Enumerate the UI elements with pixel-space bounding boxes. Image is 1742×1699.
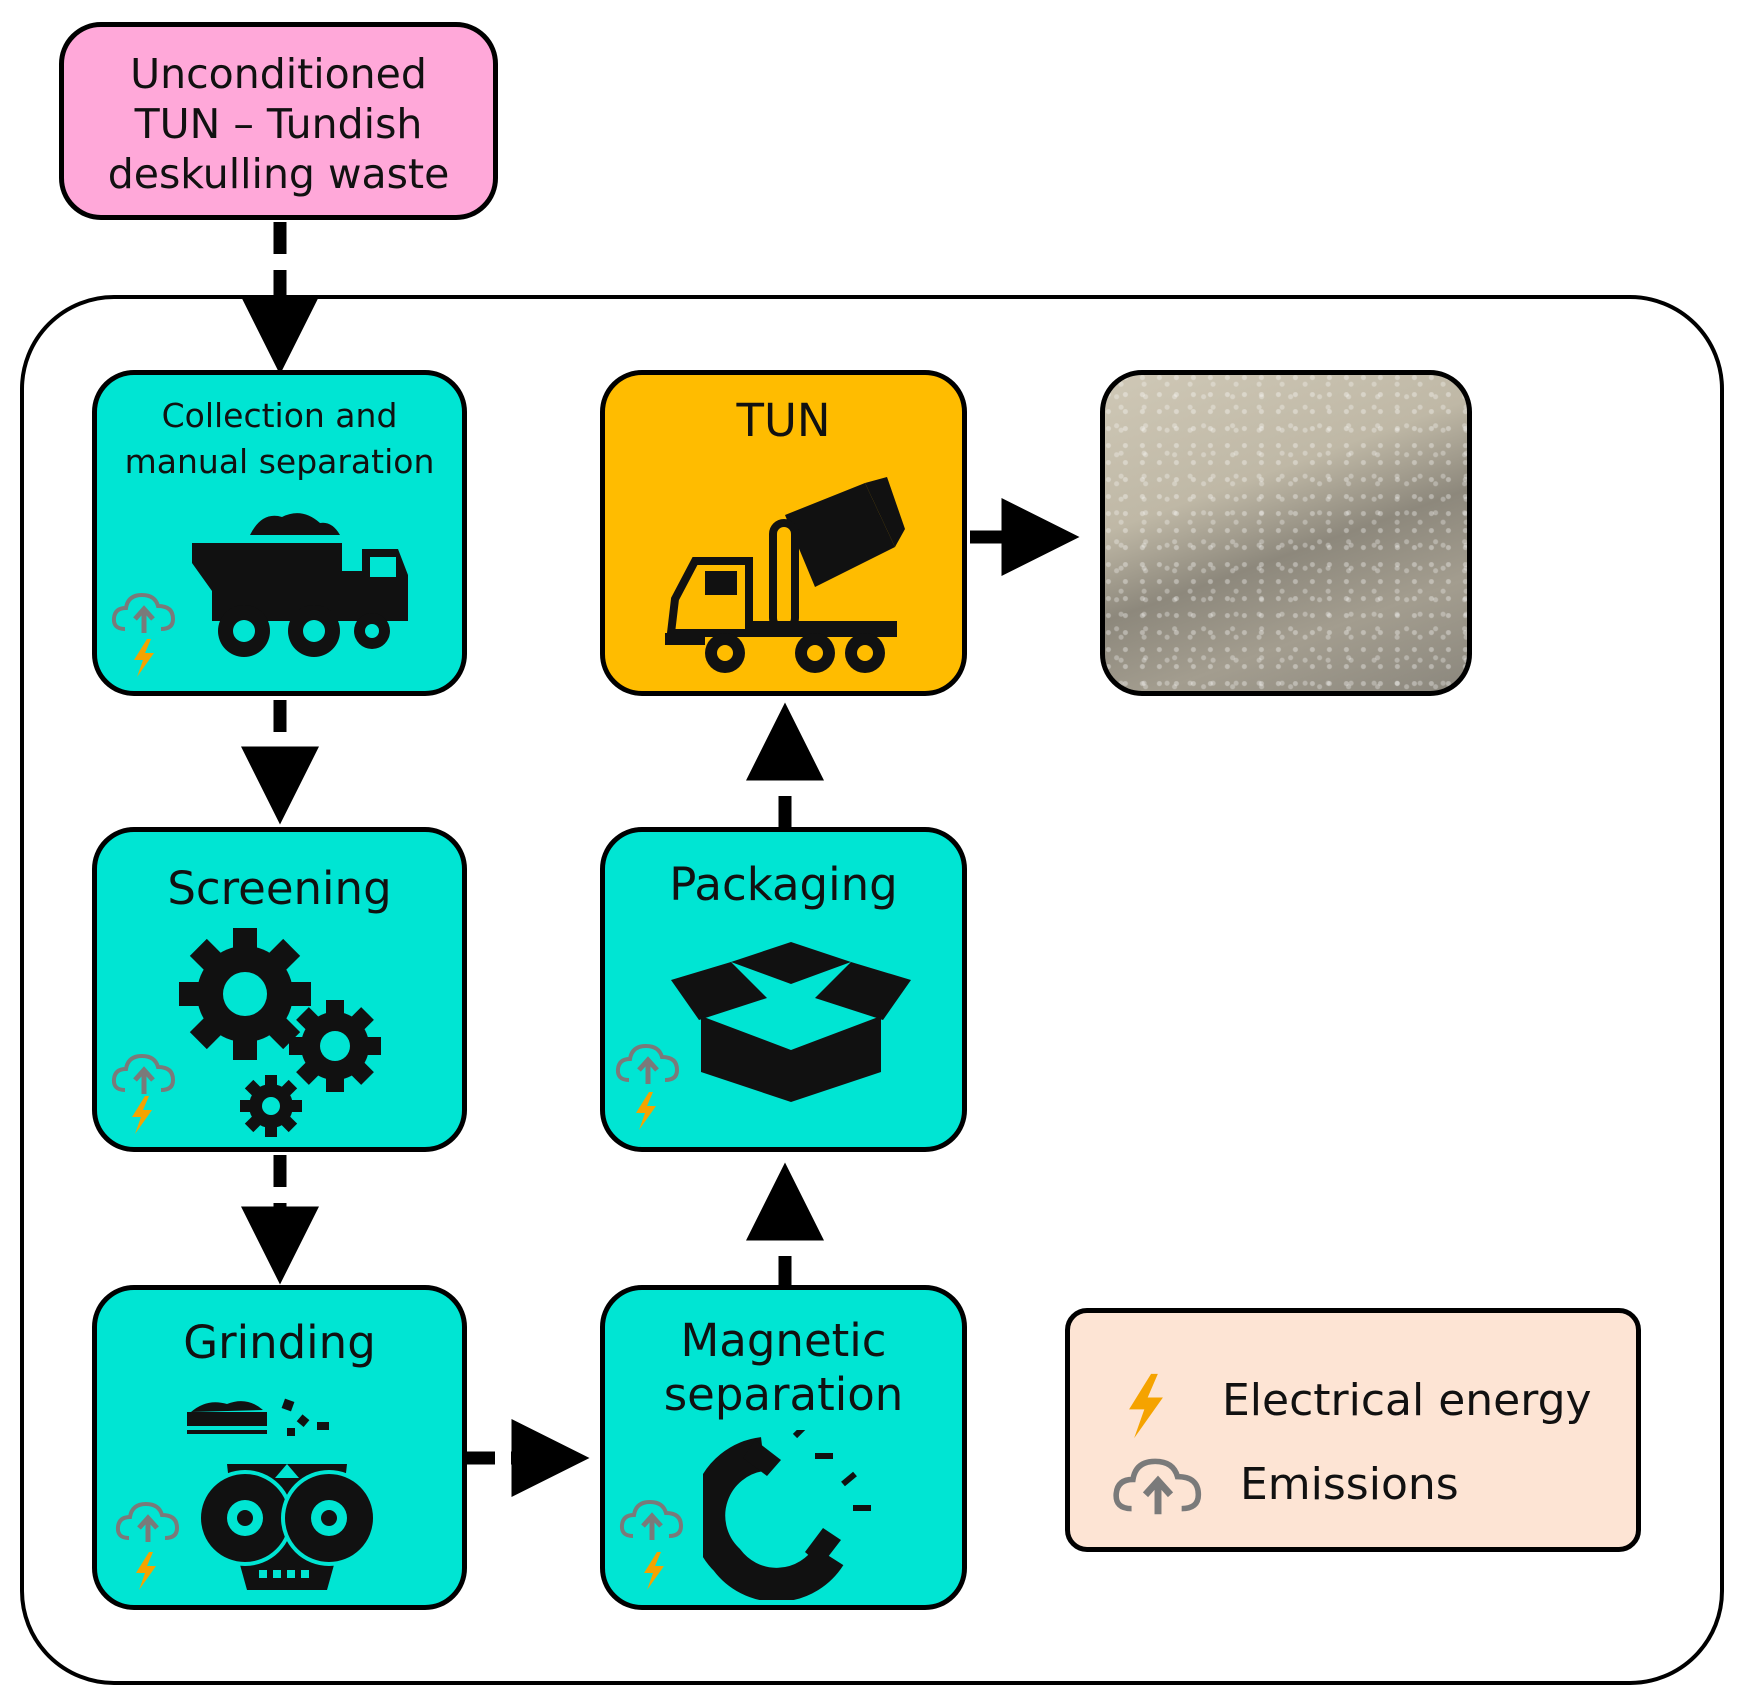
step-grinding-label: Grinding xyxy=(183,1316,376,1369)
step-magnetic-separation: Magnetic separation xyxy=(600,1285,967,1610)
legend-electrical-label: Electrical energy xyxy=(1222,1375,1592,1426)
legend-emissions-label: Emissions xyxy=(1240,1459,1459,1510)
cloud-upload-icon xyxy=(1113,1458,1202,1515)
lightning-icon xyxy=(636,1092,656,1130)
lightning-icon xyxy=(134,639,154,677)
step-grinding: Grinding xyxy=(92,1285,467,1610)
crusher-icon xyxy=(187,1398,377,1590)
cloud-upload-icon xyxy=(111,1053,176,1094)
lightning-icon xyxy=(644,1552,664,1590)
cloud-upload-icon xyxy=(115,1501,180,1542)
step-magnetic-label: Magnetic separation xyxy=(663,1314,904,1421)
cloud-upload-icon xyxy=(111,592,176,633)
cloud-upload-icon xyxy=(619,1499,684,1540)
step-screening-label: Screening xyxy=(167,862,392,915)
lightning-icon xyxy=(136,1552,156,1590)
step-packaging-label: Packaging xyxy=(669,858,898,911)
step-tun-label: TUN xyxy=(736,394,831,447)
box-icon xyxy=(671,942,911,1102)
lightning-icon xyxy=(1129,1373,1163,1439)
source-node: Unconditioned TUN – Tundish deskulling w… xyxy=(59,22,498,220)
step-tun: TUN xyxy=(600,370,967,696)
step-collection: Collection and manual separation xyxy=(92,370,467,696)
step-screening: Screening xyxy=(92,827,467,1152)
magnet-icon xyxy=(703,1430,871,1600)
dump-truck-icon xyxy=(192,513,408,657)
lightning-icon xyxy=(132,1096,152,1134)
product-image xyxy=(1100,370,1472,696)
cloud-upload-icon xyxy=(615,1043,680,1084)
concrete-mixer-truck-icon xyxy=(665,477,905,673)
legend: Electrical energy Emissions xyxy=(1065,1308,1641,1552)
source-label: Unconditioned TUN – Tundish deskulling w… xyxy=(107,50,450,198)
gears-icon xyxy=(179,928,381,1137)
step-collection-label: Collection and manual separation xyxy=(124,396,435,481)
step-packaging: Packaging xyxy=(600,827,967,1152)
system-boundary xyxy=(20,295,1724,1685)
